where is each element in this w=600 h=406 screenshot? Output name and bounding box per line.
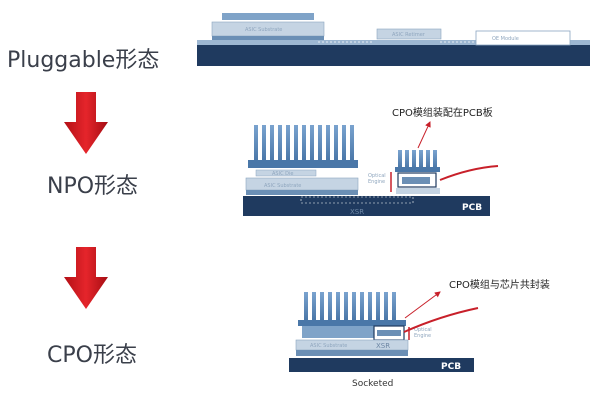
cpo-socketed-label: Socketed [352,379,393,389]
stage-label-pluggable: Pluggable形态 [7,48,160,73]
npo-optical-label-2: Engine [368,179,385,185]
pluggable-asic-retimer [376,28,442,40]
npo-pcb [243,196,490,216]
npo-asic-substrate [245,177,359,191]
npo-xsr-label: XSR [350,208,364,216]
cpo-fiber [403,307,479,333]
cpo-optical-label-1: Optical [414,327,432,333]
npo-asic-substrate-label: ASIC Substrate [264,183,301,189]
cpo-callout: CPO模组与芯片共封装 [449,278,550,291]
npo-fiber [439,165,499,181]
cpo-pcb-label: PCB [441,362,461,372]
stage-label-npo: NPO形态 [47,174,139,199]
pluggable-oe-module [475,30,571,46]
cpo-pcb [289,358,474,372]
cpo-diagram: PCB ASIC Substrate XSR Optical Engine [289,278,550,389]
pluggable-asic-substrate-label: ASIC Substrate [245,27,282,33]
pluggable-board [197,44,590,66]
npo-pcb-label: PCB [462,203,482,213]
down-arrow-1-icon [64,92,108,154]
pluggable-module-label: OE Module [492,36,519,42]
stage-label-cpo: CPO形态 [47,343,137,368]
npo-optical-module [395,150,440,194]
npo-diagram: PCB ASIC Die ASIC Substrate [243,106,499,216]
npo-callout: CPO模组装配在PCB板 [392,106,493,119]
cpo-asic-substrate-label: ASIC Substrate [310,343,347,349]
npo-optical-label-1: Optical [368,173,386,179]
pluggable-retimer-label: ASIC Retimer [392,32,426,38]
cpo-optical-label-2: Engine [414,333,431,339]
down-arrow-2-icon [64,247,108,309]
cpo-xsr-label: XSR [376,342,390,350]
pluggable-diagram: ASIC Substrate ASIC Retimer OE Module [197,13,590,66]
npo-asic-die-label: ASIC Die [272,171,293,177]
npo-asic-heatsink [248,125,358,168]
